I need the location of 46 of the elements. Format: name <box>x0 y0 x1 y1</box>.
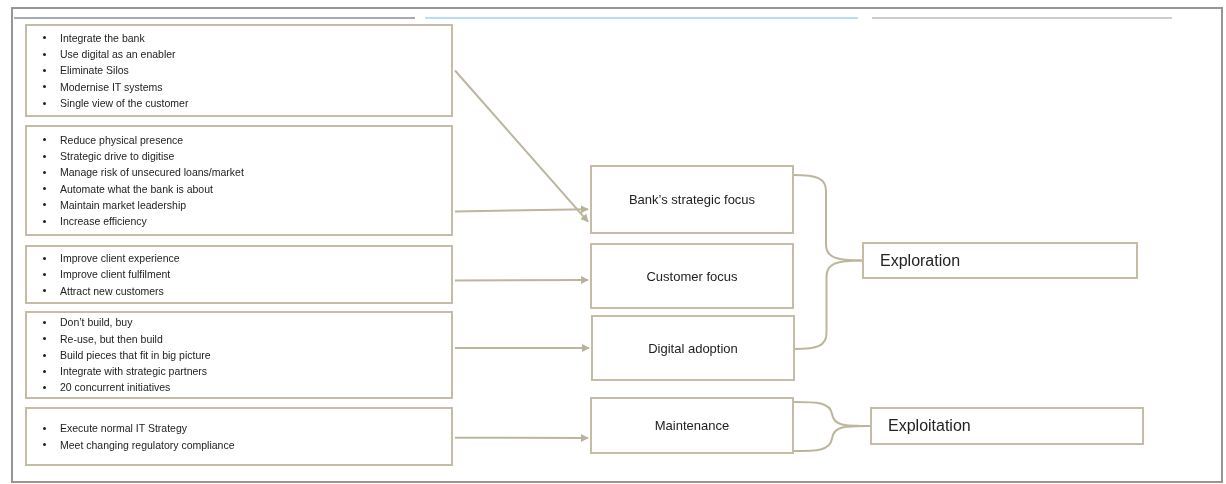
bullet-item: Re-use, but then build <box>60 331 163 347</box>
box-label: Maintenance <box>654 418 730 433</box>
bullet-item: Use digital as an enabler <box>60 47 176 63</box>
curly-brace-connector <box>793 174 863 262</box>
bullet-list-box <box>25 311 453 399</box>
bullet-item: Improve client experience <box>60 251 180 267</box>
box-label: Digital adoption <box>648 340 738 356</box>
bullet-item: Execute normal IT Strategy <box>60 421 188 437</box>
bullet-item: Meet changing regulatory compliance <box>60 437 235 453</box>
focus-box <box>590 165 794 234</box>
bullet-item: Strategic drive to digitise <box>60 148 175 164</box>
bullet-item: Automate what the bank is about <box>60 181 213 197</box>
arrow <box>454 434 589 442</box>
bullet-item: Maintain market leadership <box>60 197 187 213</box>
focus-box <box>591 315 795 381</box>
arrow <box>454 69 589 223</box>
bullet-item: Reduce physical presence <box>60 132 184 148</box>
bullet-item: Manage risk of unsecured loans/market <box>60 165 244 181</box>
box-label: Customer focus <box>646 268 738 284</box>
bullet-item: Build pieces that fit in big picture <box>60 347 211 363</box>
bullet-item: Integrate with strategic partners <box>60 364 208 380</box>
bullet-list-box <box>25 125 453 236</box>
bullet-item: Eliminate Silos <box>60 63 129 79</box>
bullet-item: 20 concurrent initiatives <box>60 380 171 396</box>
bullet-item: Improve client fulfilment <box>60 267 171 283</box>
category-box <box>862 242 1138 279</box>
arrow <box>454 344 590 352</box>
bullet-list-box <box>25 24 453 117</box>
bullet-list-box <box>25 245 453 304</box>
bullet-item: Attract new customers <box>60 283 164 299</box>
focus-box <box>590 243 794 309</box>
bullet-item: Integrate the bank <box>60 30 145 46</box>
bullet-item: Increase efficiency <box>60 214 147 230</box>
arrow <box>454 276 589 284</box>
category-box <box>870 407 1144 445</box>
box-label: Exploration <box>880 251 961 270</box>
bullet-item: Single view of the customer <box>60 95 189 111</box>
curly-brace-connector <box>794 259 863 350</box>
box-label: Exploitation <box>888 417 971 435</box>
box-label: Bank’s strategic focus <box>628 192 756 207</box>
bullet-item: Modernise IT systems <box>60 79 163 95</box>
bullet-item: Don’t build, buy <box>60 315 133 331</box>
bullet-list-box <box>25 407 453 466</box>
focus-box <box>590 397 794 454</box>
curly-brace-connector <box>793 401 871 452</box>
arrow <box>454 205 589 214</box>
